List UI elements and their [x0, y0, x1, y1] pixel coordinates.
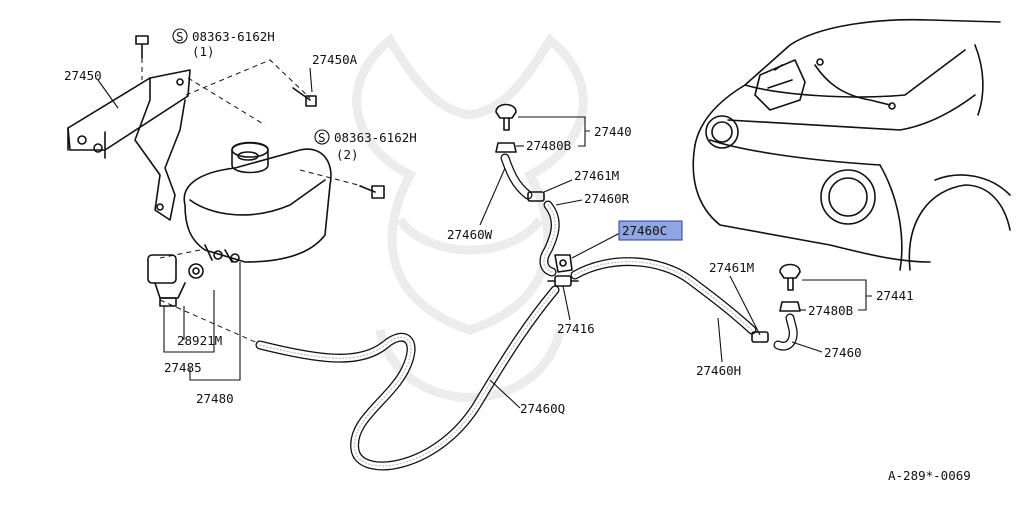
leader-27461M-right: [729, 275, 761, 336]
dash-leader-5: [159, 299, 263, 346]
dash-leader-6: [159, 249, 201, 259]
label-27460R[interactable]: 27460R: [584, 191, 630, 206]
label-27460H[interactable]: 27460H: [696, 363, 741, 378]
label-27460W[interactable]: 27460W: [447, 227, 493, 242]
label-27460[interactable]: 27460: [824, 345, 862, 360]
leader-27450A: [309, 67, 313, 93]
screw-1-qty: (1): [192, 44, 215, 59]
label-27460C[interactable]: 27460C: [622, 223, 667, 238]
leader-27440: [518, 116, 590, 147]
hose-27460: [773, 313, 798, 351]
joint-27460C: [554, 254, 573, 273]
screw-2-qty: (2): [336, 147, 359, 162]
leader-27416: [562, 285, 571, 321]
label-27480B-top[interactable]: 27480B: [526, 138, 571, 153]
label-27460Q[interactable]: 27460Q: [520, 401, 565, 416]
label-27480[interactable]: 27480: [196, 391, 234, 406]
leader-27460W: [479, 167, 506, 226]
car-front-illustration: [692, 18, 1011, 271]
screw-1-symbol: S: [176, 29, 184, 44]
label-27450A[interactable]: 27450A: [312, 52, 358, 67]
screw-1-part-number: 08363-6162H: [192, 29, 275, 44]
leader-27485: [189, 262, 241, 381]
connector-27461M-top: [527, 191, 545, 202]
bracket-27450: [67, 69, 191, 221]
label-27450[interactable]: 27450: [64, 68, 102, 83]
connector-27461M-right: [751, 331, 769, 343]
label-28921M[interactable]: 28921M: [177, 333, 222, 348]
label-27485[interactable]: 27485: [164, 360, 202, 375]
nozzle-27440: [495, 103, 517, 153]
leader-27460Q: [489, 379, 521, 409]
label-27416[interactable]: 27416: [557, 321, 595, 336]
label-27461M-right[interactable]: 27461M: [709, 260, 754, 275]
washer-pump-motor: [147, 254, 204, 307]
screw-2-part-number: 08363-6162H: [334, 130, 417, 145]
leader-27450: [97, 79, 119, 109]
dash-leader-4: [299, 169, 363, 187]
label-27440[interactable]: 27440: [594, 124, 632, 139]
highlight-box-27460C[interactable]: [618, 220, 683, 241]
bolt-27450A: [292, 87, 317, 107]
leader-27460: [791, 341, 823, 353]
dash-leader-3: [187, 77, 266, 126]
dash-leader-2: [185, 59, 311, 99]
bolt-mid: [359, 185, 385, 199]
diagram-code: A-289*-0069: [888, 468, 971, 483]
washer-tank: [183, 141, 332, 263]
label-27441[interactable]: 27441: [876, 288, 914, 303]
hose-27460W: [500, 153, 533, 200]
screw-callout-2: S 08363-6162H (2): [314, 129, 417, 162]
bolt-top-left: [135, 35, 149, 59]
hose-27460R: [539, 200, 560, 277]
leader-28921M: [163, 290, 215, 353]
hose-27460H: [570, 257, 757, 335]
leader-27460H: [717, 317, 723, 363]
label-27480B-right[interactable]: 27480B: [808, 303, 853, 318]
label-27461M-top[interactable]: 27461M: [574, 168, 619, 183]
leader-27460R: [555, 199, 583, 206]
screw-callout-1: S 08363-6162H (1): [172, 28, 275, 59]
screw-2-symbol: S: [318, 130, 326, 145]
hose-27460Q: [255, 285, 560, 471]
leader-27441: [802, 279, 872, 311]
leader-27461M-top: [543, 179, 573, 193]
watermark-emblem: [352, 33, 588, 402]
nozzle-27441: [779, 263, 801, 312]
leader-27460C: [571, 232, 621, 259]
